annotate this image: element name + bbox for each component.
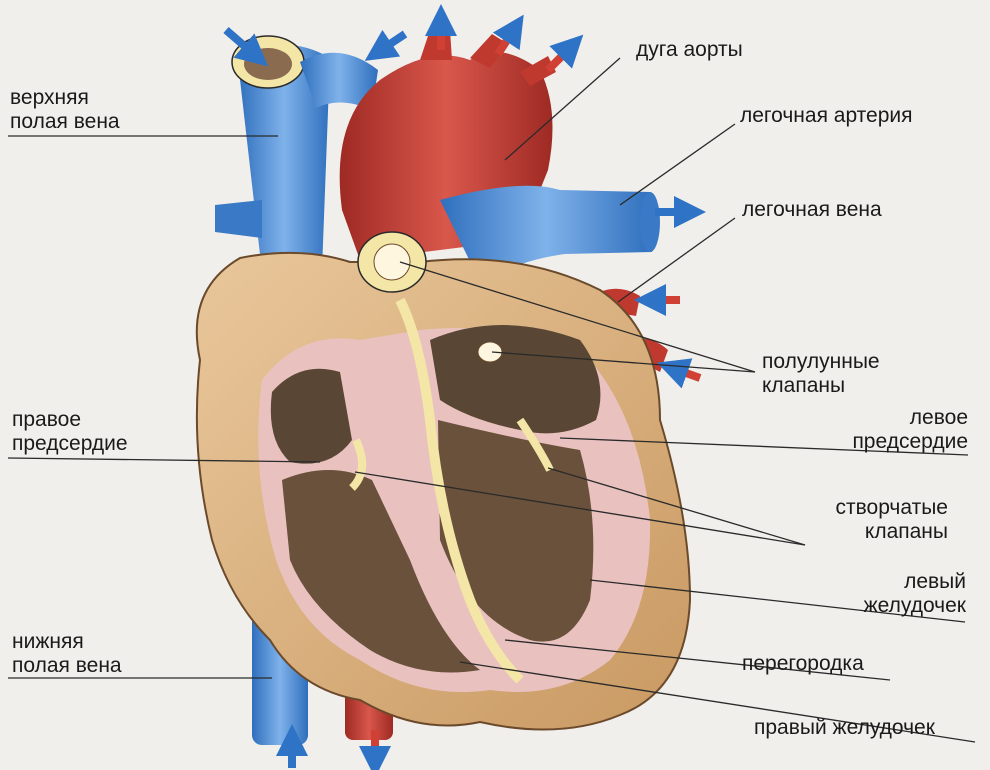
label-text: полулунные — [762, 350, 880, 374]
label-text: предсердие — [12, 432, 128, 456]
label-right-ventricle: правый желудочек — [754, 716, 935, 740]
label-text: клапаны — [800, 520, 948, 544]
label-text: левый — [840, 570, 966, 594]
arrow-red-in-right-2 — [672, 368, 700, 378]
label-text: предсердие — [840, 430, 968, 454]
label-text: легочная артерия — [740, 104, 913, 128]
label-text: легочная вена — [742, 198, 882, 222]
label-text: перегородка — [742, 652, 864, 676]
leader-pulm-artery — [620, 124, 735, 205]
label-text: дуга аорты — [636, 38, 743, 62]
label-text: правое — [12, 408, 128, 432]
label-sup-vena-cava: верхняя полая вена — [10, 86, 120, 134]
label-semilunar-valves: полулунные клапаны — [762, 350, 880, 398]
label-text: полая вена — [10, 110, 120, 134]
label-cusp-valves: створчатые клапаны — [800, 496, 948, 544]
label-text: створчатые — [800, 496, 948, 520]
label-text: левое — [840, 406, 968, 430]
label-aortic-arch: дуга аорты — [636, 38, 743, 62]
label-left-ventricle: левый желудочек — [840, 570, 966, 618]
label-text: верхняя — [10, 86, 120, 110]
label-right-atrium: правое предсердие — [12, 408, 128, 456]
arrow-blue-in-top2 — [378, 34, 405, 52]
label-text: клапаны — [762, 374, 880, 398]
label-pulm-artery: легочная артерия — [740, 104, 913, 128]
label-text: желудочек — [840, 594, 966, 618]
label-text: правый желудочек — [754, 716, 935, 740]
label-left-atrium: левое предсердие — [840, 406, 968, 454]
label-text: нижняя — [12, 630, 122, 654]
label-septum: перегородка — [742, 652, 864, 676]
label-pulm-vein: легочная вена — [742, 198, 882, 222]
label-text: полая вена — [12, 654, 122, 678]
arrow-red-up-3 — [548, 46, 572, 70]
label-inf-vena-cava: нижняя полая вена — [12, 630, 122, 678]
